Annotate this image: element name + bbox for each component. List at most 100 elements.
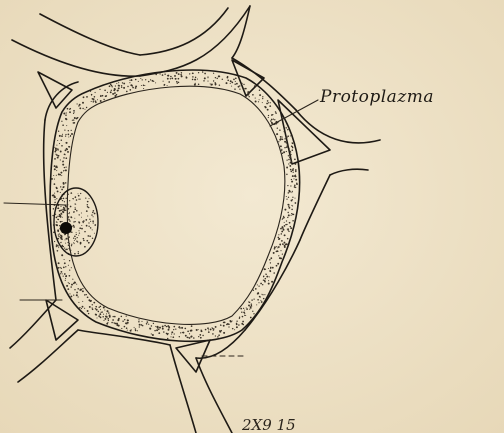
nucleus-stipple-dot xyxy=(68,219,70,221)
protoplasm-stipple-dot xyxy=(223,322,225,324)
protoplasm-stipple-dot xyxy=(203,80,204,81)
protoplasm-stipple-dot xyxy=(175,78,177,80)
protoplasm-stipple-dot xyxy=(270,267,272,269)
protoplasm-stipple-dot xyxy=(289,222,291,224)
protoplasm-stipple-dot xyxy=(57,219,58,220)
protoplasm-stipple-dot xyxy=(271,115,272,116)
protoplasm-stipple-dot xyxy=(284,147,285,148)
protoplasm-stipple-dot xyxy=(64,259,65,260)
protoplasm-stipple-dot xyxy=(286,136,287,137)
protoplasm-stipple-dot xyxy=(71,267,72,268)
protoplasm-stipple-dot xyxy=(57,250,59,252)
nucleus-stipple-dot xyxy=(71,217,72,218)
protoplasm-stipple-dot xyxy=(219,330,220,331)
protoplasm-stipple-dot xyxy=(163,331,165,333)
protoplasm-stipple-dot xyxy=(164,325,166,327)
protoplasm-stipple-dot xyxy=(291,200,293,202)
protoplasm-stipple-dot xyxy=(113,322,114,323)
protoplasm-stipple-dot xyxy=(295,171,297,173)
protoplasm-stipple-dot xyxy=(118,325,119,326)
protoplasm-stipple-dot xyxy=(115,85,116,86)
protoplasm-stipple-dot xyxy=(179,327,181,329)
protoplasm-stipple-dot xyxy=(195,83,196,84)
protoplasm-stipple-dot xyxy=(63,276,64,277)
protoplasm-stipple-dot xyxy=(222,79,223,80)
nucleus-stipple-dot xyxy=(76,234,77,235)
protoplasm-stipple-dot xyxy=(180,74,182,76)
protoplasm-stipple-dot xyxy=(74,123,75,124)
protoplasm-stipple-dot xyxy=(76,294,78,296)
protoplasm-stipple-dot xyxy=(65,166,66,167)
protoplasm-stipple-dot xyxy=(281,149,282,150)
protoplasm-stipple-dot xyxy=(167,333,169,335)
protoplasm-stipple-dot xyxy=(171,331,173,333)
protoplasm-stipple-dot xyxy=(249,96,250,97)
protoplasm-stipple-dot xyxy=(82,306,84,308)
protoplasm-stipple-dot xyxy=(67,108,69,110)
protoplasm-stipple-dot xyxy=(57,148,59,150)
nucleus-stipple-dot xyxy=(62,245,63,246)
protoplasm-stipple-dot xyxy=(65,266,66,267)
protoplasm-stipple-dot xyxy=(58,173,60,175)
protoplasm-stipple-dot xyxy=(181,75,183,77)
protoplasm-stipple-dot xyxy=(281,240,283,242)
protoplasm-stipple-dot xyxy=(94,96,96,98)
protoplasm-stipple-dot xyxy=(95,92,96,93)
protoplasm-stipple-dot xyxy=(96,317,97,318)
protoplasm-stipple-dot xyxy=(61,145,63,147)
nucleus-stipple-dot xyxy=(78,235,79,236)
protoplasm-stipple-dot xyxy=(251,299,252,300)
nucleus-stipple-dot xyxy=(64,234,65,235)
protoplasm-stipple-dot xyxy=(288,228,289,229)
protoplasm-stipple-dot xyxy=(101,312,102,313)
protoplasm-stipple-dot xyxy=(279,257,281,259)
protoplasm-stipple-dot xyxy=(282,243,284,245)
protoplasm-stipple-dot xyxy=(146,323,148,325)
protoplasm-stipple-dot xyxy=(191,325,193,327)
protoplasm-stipple-dot xyxy=(268,268,269,269)
protoplasm-stipple-dot xyxy=(126,323,127,324)
protoplasm-stipple-dot xyxy=(247,94,249,96)
protoplasm-stipple-dot xyxy=(74,112,75,113)
protoplasm-stipple-dot xyxy=(116,83,117,84)
protoplasm-stipple-dot xyxy=(290,162,292,164)
protoplasm-stipple-dot xyxy=(272,267,274,269)
protoplasm-stipple-dot xyxy=(175,328,176,329)
protoplasm-stipple-dot xyxy=(107,322,108,323)
protoplasm-stipple-dot xyxy=(285,127,286,128)
protoplasm-stipple-dot xyxy=(189,73,190,74)
protoplasm-stipple-dot xyxy=(61,198,62,199)
protoplasm-stipple-dot xyxy=(276,246,277,247)
protoplasm-stipple-dot xyxy=(74,282,76,284)
nucleus-stipple-dot xyxy=(80,243,81,244)
protoplasm-stipple-dot xyxy=(62,217,63,218)
protoplasm-stipple-dot xyxy=(171,78,173,80)
nucleus-stipple-dot xyxy=(92,229,93,230)
protoplasm-stipple-dot xyxy=(288,190,290,192)
nucleus-stipple-dot xyxy=(74,235,76,237)
protoplasm-stipple-dot xyxy=(164,84,165,85)
nucleus-stipple-dot xyxy=(76,241,77,242)
protoplasm-stipple-dot xyxy=(107,92,108,93)
protoplasm-stipple-dot xyxy=(287,145,289,147)
nucleus-stipple-dot xyxy=(92,238,93,239)
protoplasm-stipple-dot xyxy=(145,79,146,80)
nucleus-stipple-dot xyxy=(87,235,89,237)
protoplasm-stipple-dot xyxy=(277,263,279,265)
protoplasm-stipple-dot xyxy=(260,300,261,301)
nucleus-stipple-dot xyxy=(68,245,69,246)
protoplasm-stipple-dot xyxy=(248,304,250,306)
protoplasm-stipple-dot xyxy=(288,192,290,194)
protoplasm-stipple-dot xyxy=(76,292,78,294)
protoplasm-stipple-dot xyxy=(126,315,127,316)
nucleus-stipple-dot xyxy=(75,238,76,239)
protoplasm-stipple-dot xyxy=(282,253,283,254)
protoplasm-stipple-dot xyxy=(86,107,87,108)
protoplasm-stipple-dot xyxy=(121,316,123,318)
nucleus-stipple-dot xyxy=(69,249,71,251)
protoplasm-stipple-dot xyxy=(104,90,106,92)
protoplasm-stipple-dot xyxy=(290,151,291,152)
protoplasm-stipple-dot xyxy=(265,274,266,275)
